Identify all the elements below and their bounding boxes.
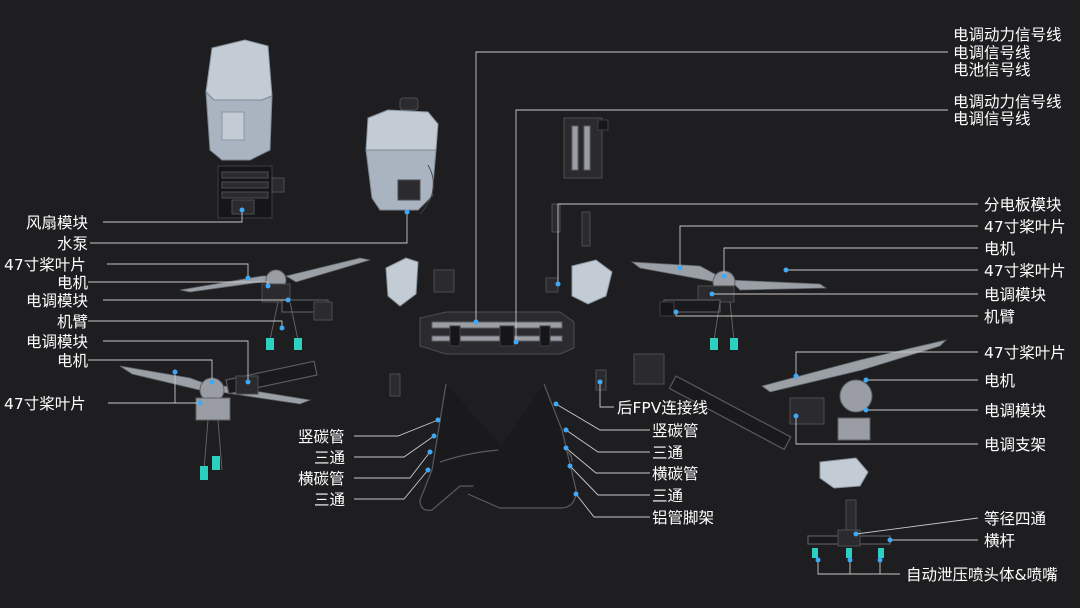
right-landing-gear-illustration xyxy=(467,383,577,509)
label-battery-signal-line: 电池信号线 xyxy=(953,61,1031,79)
label-fpv-cable: 后FPV连接线 xyxy=(617,399,708,417)
label-horizontal-carbon-tube-left: 横碳管 xyxy=(298,470,345,488)
label-blade-right-2: 47寸桨叶片 xyxy=(984,262,1066,280)
label-esc-left-2: 电调模块 xyxy=(26,333,88,351)
right-upper-arm-illustration xyxy=(630,261,828,350)
label-tee-left-1: 三通 xyxy=(314,449,346,467)
label-motor-left-2: 电机 xyxy=(57,352,89,370)
label-esc-power-signal-line-1: 电调动力信号线 xyxy=(953,26,1062,44)
label-blade-left-1: 47寸桨叶片 xyxy=(4,256,86,274)
left-upper-arm-illustration xyxy=(179,257,371,350)
label-vertical-carbon-tube-left: 竖碳管 xyxy=(298,428,345,446)
small-parts-illustration xyxy=(385,203,613,307)
label-fan-module: 风扇模块 xyxy=(26,214,88,232)
right-lower-arm-illustration xyxy=(633,339,948,489)
label-aluminum-landing-gear: 铝管脚架 xyxy=(652,509,714,527)
label-esc-power-signal-line-2: 电调动力信号线 xyxy=(953,93,1062,111)
label-motor-right-1: 电机 xyxy=(984,240,1016,258)
label-nozzle: 自动泄压喷头体&喷嘴 xyxy=(906,566,1058,584)
label-blade-right-3: 47寸桨叶片 xyxy=(984,344,1066,362)
labels-bottom-center: 后FPV连接线 竖碳管 三通 横碳管 三通 铝管脚架 xyxy=(617,399,714,527)
label-arm-right: 机臂 xyxy=(984,308,1015,326)
center-frame-illustration xyxy=(419,311,575,355)
label-arm-left: 机臂 xyxy=(57,313,88,331)
label-equal-cross: 等径四通 xyxy=(984,510,1047,528)
left-lower-arm-illustration xyxy=(119,360,318,480)
label-pump: 水泵 xyxy=(57,235,88,253)
label-crossbar: 横杆 xyxy=(984,532,1015,550)
markers xyxy=(172,207,893,563)
label-motor-left-1: 电机 xyxy=(57,274,89,292)
labels-top-right: 电调动力信号线 电调信号线 电池信号线 电调动力信号线 电调信号线 xyxy=(953,26,1062,128)
label-horizontal-carbon-tube-right: 横碳管 xyxy=(652,465,699,483)
label-esc-left-1: 电调模块 xyxy=(26,292,88,310)
labels-left: 风扇模块 水泵 47寸桨叶片 电机 电调模块 机臂 电调模块 电机 47寸桨叶片 xyxy=(4,214,89,413)
fan-module-illustration xyxy=(217,165,285,219)
label-tee-right-1: 三通 xyxy=(652,444,684,462)
labels-bottom-left: 竖碳管 三通 横碳管 三通 xyxy=(298,428,346,509)
label-tee-left-2: 三通 xyxy=(314,491,346,509)
label-power-board: 分电板模块 xyxy=(984,196,1062,214)
label-esc-signal-line-1: 电调信号线 xyxy=(953,44,1031,62)
battery-illustration xyxy=(563,117,609,179)
label-blade-left-2: 47寸桨叶片 xyxy=(4,395,86,413)
label-motor-right-2: 电机 xyxy=(984,372,1016,390)
label-esc-right-2: 电调模块 xyxy=(984,402,1046,420)
label-esc-signal-line-2: 电调信号线 xyxy=(953,110,1031,128)
pump-tank-illustration xyxy=(365,97,439,215)
tank-illustration xyxy=(205,39,273,161)
label-vertical-carbon-tube-right: 竖碳管 xyxy=(652,422,699,440)
label-tee-right-2: 三通 xyxy=(652,487,684,505)
label-esc-bracket: 电调支架 xyxy=(984,436,1046,454)
spray-bar-illustration xyxy=(807,499,891,558)
label-esc-right-1: 电调模块 xyxy=(984,286,1046,304)
label-blade-right-1: 47寸桨叶片 xyxy=(984,218,1066,236)
labels-right: 分电板模块 47寸桨叶片 电机 47寸桨叶片 电调模块 机臂 47寸桨叶片 电机… xyxy=(906,196,1066,584)
